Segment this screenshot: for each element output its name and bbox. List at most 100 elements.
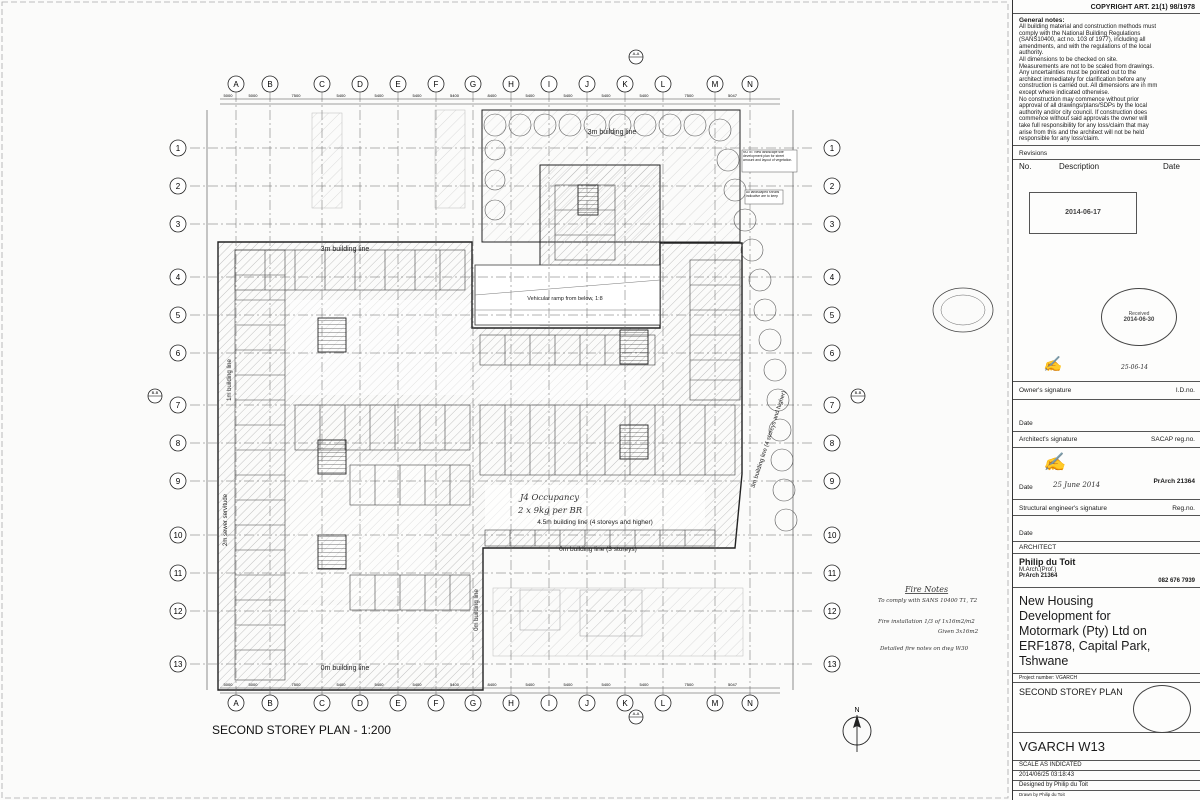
occupancy-note: J4 Occupancy — [518, 493, 579, 503]
dimension-value: 5000 — [249, 93, 259, 98]
grid-bubble-circle — [578, 694, 596, 712]
sheet-border — [1, 1, 1009, 799]
sacap-number: PrArch 21364 — [1153, 478, 1195, 485]
grid-bubble-circle — [169, 268, 187, 286]
grid-bubble: 4 — [169, 268, 187, 286]
grid-bubble: E — [389, 75, 407, 93]
grid-bubble-circle — [261, 694, 279, 712]
vegetation-note: All landscaped shrubs indicative are to … — [746, 191, 780, 198]
general-note-line: approval of all drawings/plans/SDPs by t… — [1019, 103, 1148, 110]
grid-bubble: L — [654, 75, 672, 93]
stair-cores — [317, 184, 649, 570]
general-note-line: authority. — [1019, 50, 1044, 57]
dimension-value: 5400 — [602, 93, 612, 98]
grid-bubble: 1 — [823, 139, 841, 157]
grid-bubble: 7 — [823, 396, 841, 414]
received-label: Received — [1128, 311, 1150, 317]
grid-bubble-circle — [313, 694, 331, 712]
general-note-line: arise from this and the architect will n… — [1019, 129, 1145, 136]
owner-signature-date: 25-06-14 — [1121, 364, 1148, 371]
owner-signature-space: Date — [1013, 400, 1200, 432]
grid-bubble: D — [351, 694, 369, 712]
grid-bubble: N — [741, 75, 759, 93]
grid-bubble-label: L — [661, 699, 666, 708]
grid-bubble: C — [313, 75, 331, 93]
grid-bubble-label: 1 — [830, 144, 835, 153]
general-note-line: take full responsibility for any loss/cl… — [1019, 122, 1149, 129]
label-building-line-top: 3m building line — [588, 129, 637, 136]
label-building-line-left-upper: 3m building line — [321, 246, 370, 253]
dimension-value: 5400 — [564, 93, 574, 98]
dimension-value: 5400 — [564, 682, 574, 687]
project-title-box: New Housing Development for Motormark (P… — [1013, 588, 1200, 674]
architect-signature-row: Architect's signature SACAP reg.no. — [1013, 432, 1200, 448]
grid-bubble: K — [616, 75, 634, 93]
architect-date-label: Date — [1019, 484, 1033, 491]
drawn-by: Drawn by Philip du Toit — [1019, 792, 1065, 797]
copyright-box: COPYRIGHT ART. 21(1) 98/1978 — [1013, 0, 1200, 14]
grid-bubble: J — [578, 75, 596, 93]
approval-stamp-date: 2014-06-17 — [1065, 209, 1101, 216]
general-note-line: responsible for any loss/claim. — [1019, 136, 1100, 143]
grid-bubble: N — [741, 694, 759, 712]
general-note-line: authority and/or city council. If constr… — [1019, 109, 1148, 116]
dimension-value: 5400 — [602, 682, 612, 687]
vegetation-note-box — [744, 189, 784, 205]
owner-signature-row: Owner's signature I.D.no. — [1013, 382, 1200, 400]
dimension-value: 7500 — [292, 93, 302, 98]
grid-bubble-circle — [540, 694, 558, 712]
council-approval-stamp-icon — [1133, 685, 1191, 733]
general-notes-box: General notes: All building material and… — [1013, 14, 1200, 146]
grid-bubble-label: 12 — [174, 607, 183, 616]
fire-note-3: Given 3x16m2 — [938, 629, 979, 635]
grid-bubble: 11 — [823, 564, 841, 582]
grid-bubble-label: G — [470, 80, 476, 89]
dimension-value: 7500 — [685, 682, 695, 687]
landscape-note-box — [741, 149, 798, 173]
dimension-value: 5000 — [224, 93, 234, 98]
grid-bubble-circle — [741, 75, 759, 93]
vehicular-ramp — [474, 264, 661, 326]
grid-bubble-label: K — [622, 80, 628, 89]
grid-bubble-circle — [578, 75, 596, 93]
grid-lines-vertical — [235, 92, 751, 705]
revisions-table: No. Description Date 2014-06-17 Received… — [1013, 160, 1200, 382]
general-note-line: No construction may commence without pri… — [1019, 96, 1140, 103]
ramp-line — [474, 279, 661, 296]
grid-bubble-circle — [351, 694, 369, 712]
general-note-line: All building material and construction m… — [1019, 24, 1157, 30]
grid-bubble-circle — [823, 602, 841, 620]
structural-row: Structural engineer's signature Reg.no. — [1013, 500, 1200, 516]
grid-bubble-label: 9 — [176, 477, 181, 486]
architect-qualification: M.Arch.(Prof.) — [1019, 567, 1057, 573]
grid-bubble-circle — [389, 694, 407, 712]
label-building-line-45: 4.5m building line (4 storeys and higher… — [537, 519, 653, 526]
grid-bubble-label: 5 — [830, 311, 835, 320]
grid-bubble: 13 — [823, 655, 841, 673]
grid-bubble-circle — [389, 75, 407, 93]
grid-bubble-label: N — [747, 699, 753, 708]
grid-bubble-label: 7 — [176, 401, 181, 410]
grid-bubble: J — [578, 694, 596, 712]
dimension-value: 5400 — [375, 93, 385, 98]
dimension-value: 5400 — [413, 93, 423, 98]
dimension-lines — [206, 98, 794, 694]
fire-notes: Fire Notes To comply with SANS 10400 T1,… — [877, 585, 979, 652]
datetime-text: 2014/06/25 03:18:43 — [1019, 772, 1075, 778]
grid-bubble-circle — [227, 694, 245, 712]
owner-signature-scribble: ✍ — [1043, 355, 1062, 373]
grid-bubble-label: 13 — [828, 660, 837, 669]
grid-bubble-label: I — [548, 80, 550, 89]
grid-bubble-circle — [169, 215, 187, 233]
grid-bubble-circle — [823, 177, 841, 195]
section-marker-right: B-B — [850, 388, 866, 404]
grid-bubble-label: K — [622, 699, 628, 708]
dimension-value: 5000 — [224, 682, 234, 687]
grid-bubble: M — [706, 75, 724, 93]
grid-bubble: 2 — [823, 177, 841, 195]
grid-bubble: 9 — [169, 472, 187, 490]
grid-bubble-circle — [823, 268, 841, 286]
section-marker-bottom: A-A — [628, 709, 644, 725]
